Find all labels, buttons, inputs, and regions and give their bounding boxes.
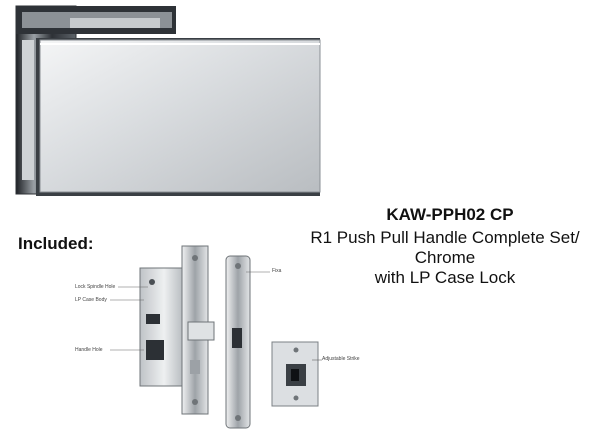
callout-lock-spindle: Lock Spindle Hole <box>75 284 116 290</box>
callout-lp-case-body: LP Case Body <box>75 297 107 303</box>
callout-fixa: Fixa <box>272 268 282 274</box>
product-description: R1 Push Pull Handle Complete Set/ Chrome… <box>295 228 595 288</box>
lock-case-image <box>139 245 215 415</box>
adjustable-strike-image <box>271 341 319 407</box>
callout-handle-hole: Handle Hole <box>75 347 103 353</box>
strike-plate-image <box>225 255 251 429</box>
included-label: Included: <box>18 234 94 253</box>
product-description-line: Chrome <box>414 248 476 267</box>
callout-lines <box>110 271 322 361</box>
product-code: KAW-PPH02 CP <box>386 205 514 224</box>
product-description-line: R1 Push Pull Handle Complete Set/ <box>310 228 580 247</box>
callout-adjustable-strike: Adjustable Strike <box>322 356 360 362</box>
product-description-line: with LP Case Lock <box>374 268 516 287</box>
front-handle-plate <box>36 38 321 196</box>
